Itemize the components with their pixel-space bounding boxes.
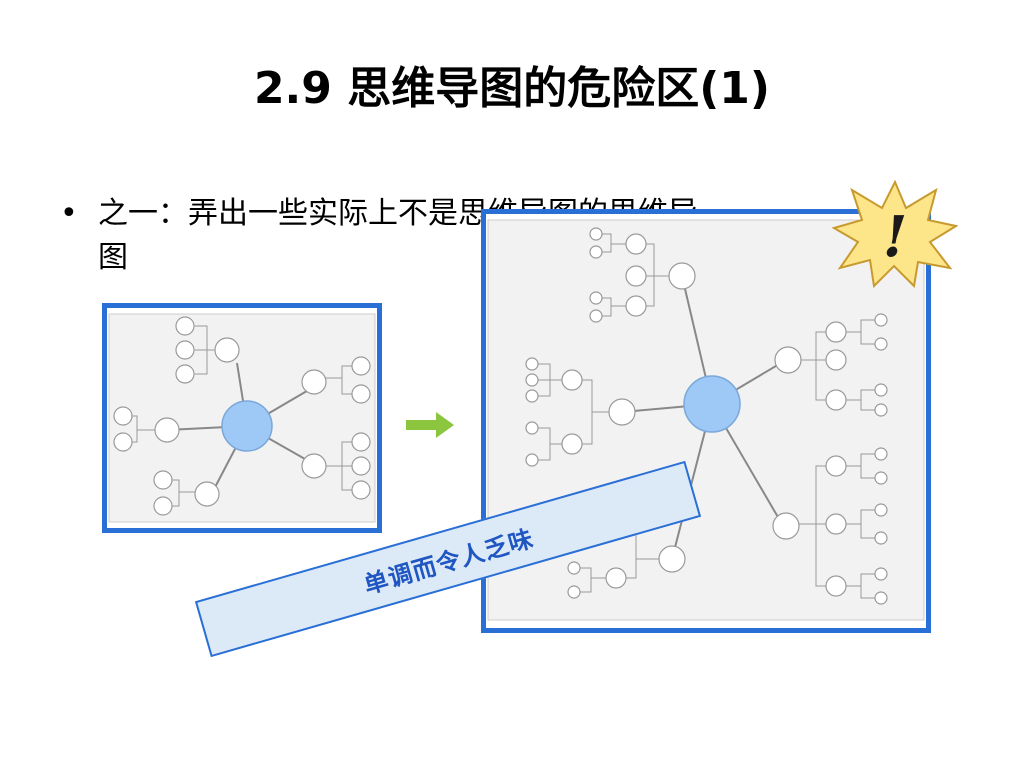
- bullet-marker: •: [60, 196, 78, 231]
- bullet-text-continued: 图: [98, 240, 128, 275]
- simple-mind-map-drawing: [108, 313, 376, 523]
- exclamation-glyph: !: [883, 204, 908, 270]
- slide-title: 2.9 思维导图的危险区(1): [253, 63, 771, 114]
- simple-mind-map-image: [102, 303, 382, 533]
- exclamation-burst-icon: !: [832, 180, 958, 288]
- right-arrow-icon: [406, 412, 454, 438]
